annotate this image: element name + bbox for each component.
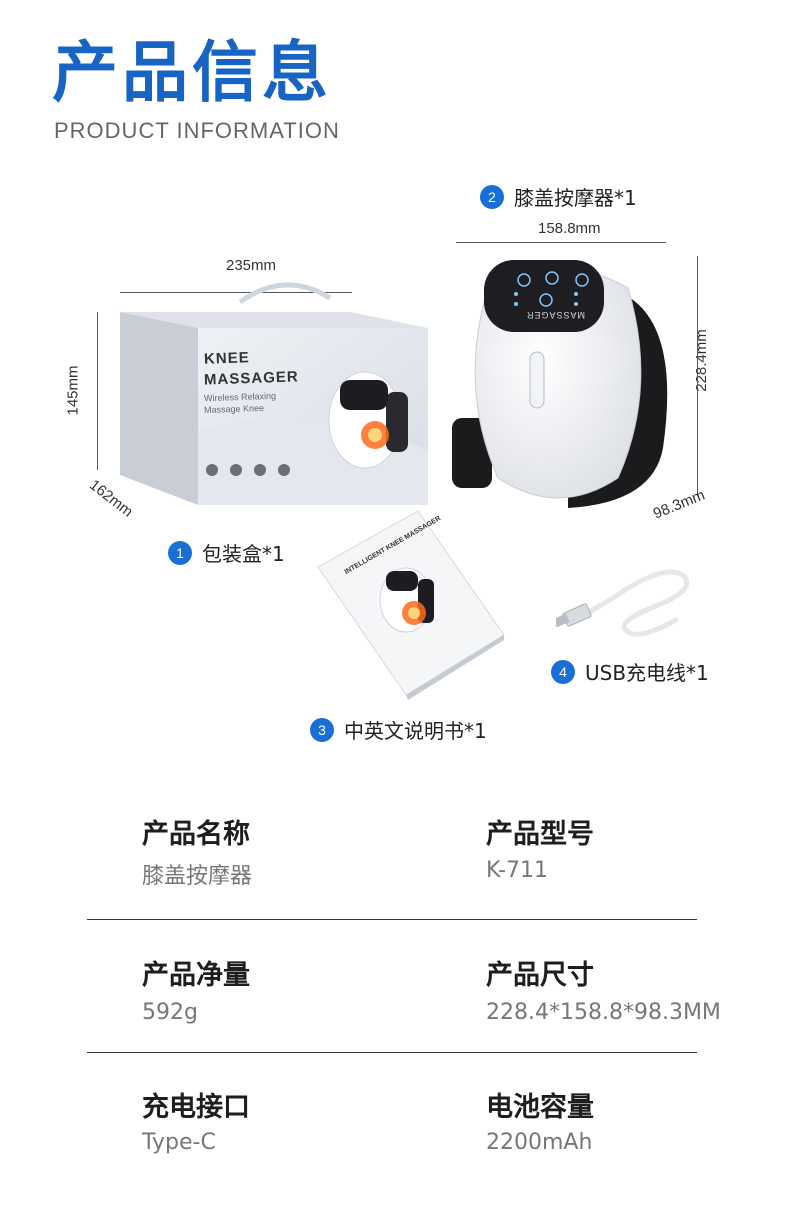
product-illustration: 235mm 145mm 162mm KNEE MASSAGER bbox=[0, 160, 790, 760]
spec-value-charging-port: Type-C bbox=[142, 1130, 216, 1155]
spec-value-weight: 592g bbox=[142, 1000, 198, 1025]
item-label: 膝盖按摩器*1 bbox=[514, 186, 637, 210]
spec-divider bbox=[87, 919, 697, 920]
item-usb-cable: 4 USB充电线*1 bbox=[551, 657, 709, 686]
spec-label-charging-port: 充电接口 bbox=[142, 1092, 250, 1123]
item-number-badge: 2 bbox=[480, 184, 504, 209]
item-number-badge: 4 bbox=[551, 659, 575, 684]
item-label: 中英文说明书*1 bbox=[344, 719, 487, 743]
device-width-dimension: 158.8mm bbox=[538, 220, 601, 237]
usb-cable-image bbox=[556, 569, 690, 637]
box-text-subline-2: Massage Knee bbox=[203, 402, 265, 416]
spec-label-weight: 产品净量 bbox=[142, 960, 250, 991]
box-text-knee: KNEE bbox=[203, 349, 250, 368]
item-knee-massager: 2 膝盖按摩器*1 bbox=[480, 182, 637, 211]
box-width-line bbox=[120, 292, 352, 293]
item-number-badge: 1 bbox=[168, 540, 192, 565]
item-label: USB充电线*1 bbox=[585, 661, 709, 685]
page-subtitle: PRODUCT INFORMATION bbox=[54, 118, 340, 143]
item-label: 包装盒*1 bbox=[202, 542, 285, 566]
box-width-dimension: 235mm bbox=[226, 257, 277, 274]
spec-label-size: 产品尺寸 bbox=[486, 960, 594, 991]
box-height-line bbox=[97, 312, 98, 470]
spec-label-model: 产品型号 bbox=[486, 819, 594, 850]
box-text-massager: MASSAGER bbox=[203, 368, 299, 389]
item-user-manual: 3 中英文说明书*1 bbox=[310, 715, 487, 744]
device-height-line bbox=[697, 256, 698, 496]
knee-massager-image bbox=[452, 260, 668, 508]
spec-value-model: K-711 bbox=[486, 858, 549, 883]
device-brand-text: MASSAGER bbox=[526, 310, 586, 320]
spec-label-battery: 电池容量 bbox=[486, 1092, 594, 1123]
spec-value-size: 228.4*158.8*98.3MM bbox=[486, 1000, 721, 1025]
spec-value-battery: 2200mAh bbox=[486, 1130, 593, 1155]
spec-value-name: 膝盖按摩器 bbox=[142, 864, 253, 889]
spec-label-name: 产品名称 bbox=[142, 819, 250, 850]
spec-divider bbox=[87, 1052, 697, 1053]
box-height-dimension: 145mm bbox=[64, 365, 82, 416]
user-manual-image bbox=[317, 510, 505, 700]
device-width-line bbox=[456, 242, 666, 243]
page-title: 产品信息 bbox=[52, 34, 332, 111]
item-number-badge: 3 bbox=[310, 717, 334, 742]
packaging-box-image bbox=[120, 282, 428, 505]
item-packaging-box: 1 包装盒*1 bbox=[168, 538, 285, 567]
